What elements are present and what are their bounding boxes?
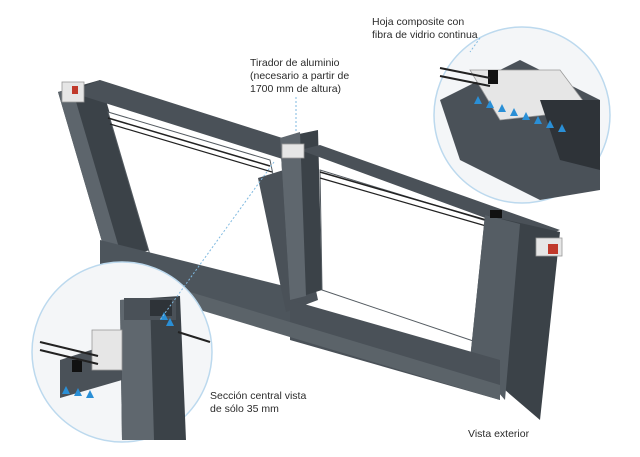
composite-leaf-label: Hoja composite con fibra de vidrio conti… [372,16,478,41]
reinforcement-arrows [474,96,566,132]
window-frame [58,80,563,420]
aluminum-handle-label: Tirador de aluminio (necesario a partir … [250,57,350,95]
central-section-detail-callout [31,261,213,443]
composite-leaf-detail-callout [433,26,611,204]
central-section-label: Sección central vista de sólo 35 mm [210,390,307,415]
leader-lines [159,37,481,321]
exterior-view-label: Vista exterior [468,428,530,440]
